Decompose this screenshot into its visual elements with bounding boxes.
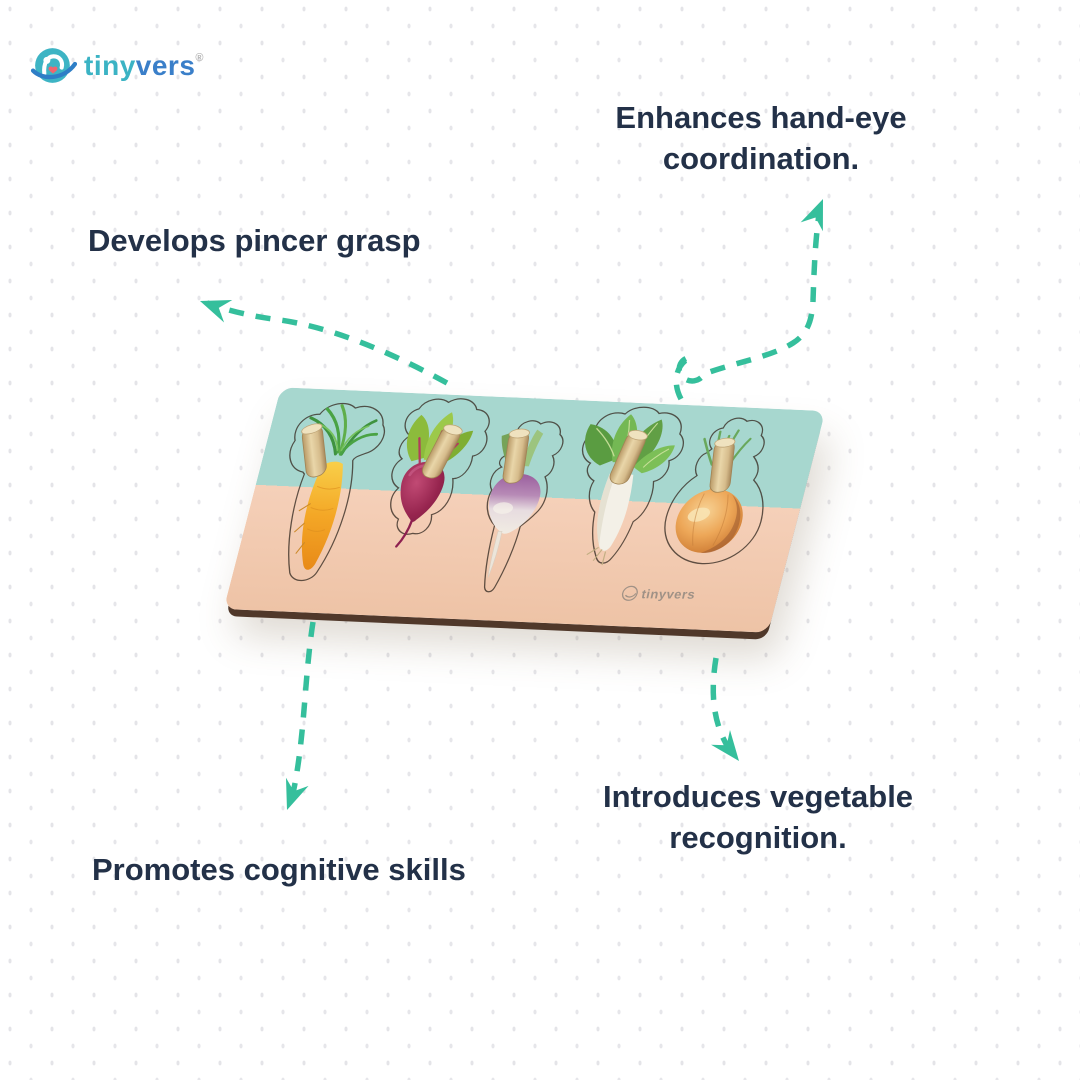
piece-outlines [288, 398, 765, 593]
board-brand-mark: tinyvers [621, 585, 697, 602]
arrow-pincer-grasp [206, 300, 449, 386]
arrow-hand-eye [673, 206, 823, 401]
callout-vegetable-recognition: Introduces vegetable recognition. [602, 779, 914, 855]
brand-logo: tinyvers® [30, 42, 204, 89]
arrow-cognitive [289, 621, 316, 799]
arrowhead-cognitive [285, 777, 309, 810]
callout-hand-eye-coordination: Enhances hand-eye coordination. [615, 100, 907, 176]
radish-piece [585, 414, 675, 566]
onion-piece [675, 429, 752, 554]
beetroot-piece [395, 412, 474, 548]
arrowhead-recognition [711, 729, 739, 761]
puzzle-board-art: tinyvers [226, 387, 823, 633]
puzzle-board: tinyvers [224, 387, 826, 633]
brand-word-part1: tiny [84, 49, 136, 81]
callout-cognitive-skills: Promotes cognitive skills [92, 852, 466, 887]
tinyvers-icon [30, 48, 77, 83]
turnip-piece [487, 428, 544, 578]
arrowhead-pincer-grasp [200, 299, 233, 323]
arrowhead-hand-eye [800, 199, 823, 232]
callout-pincer-grasp: Develops pincer grasp [88, 223, 421, 258]
arrow-recognition [710, 657, 736, 757]
registered-mark: ® [195, 51, 205, 64]
brand-word-part2: vers [135, 49, 196, 81]
board-logo-text: tinyvers [640, 587, 697, 602]
brand-wordmark: tinyvers® [84, 50, 204, 82]
carrot-piece [293, 404, 379, 570]
